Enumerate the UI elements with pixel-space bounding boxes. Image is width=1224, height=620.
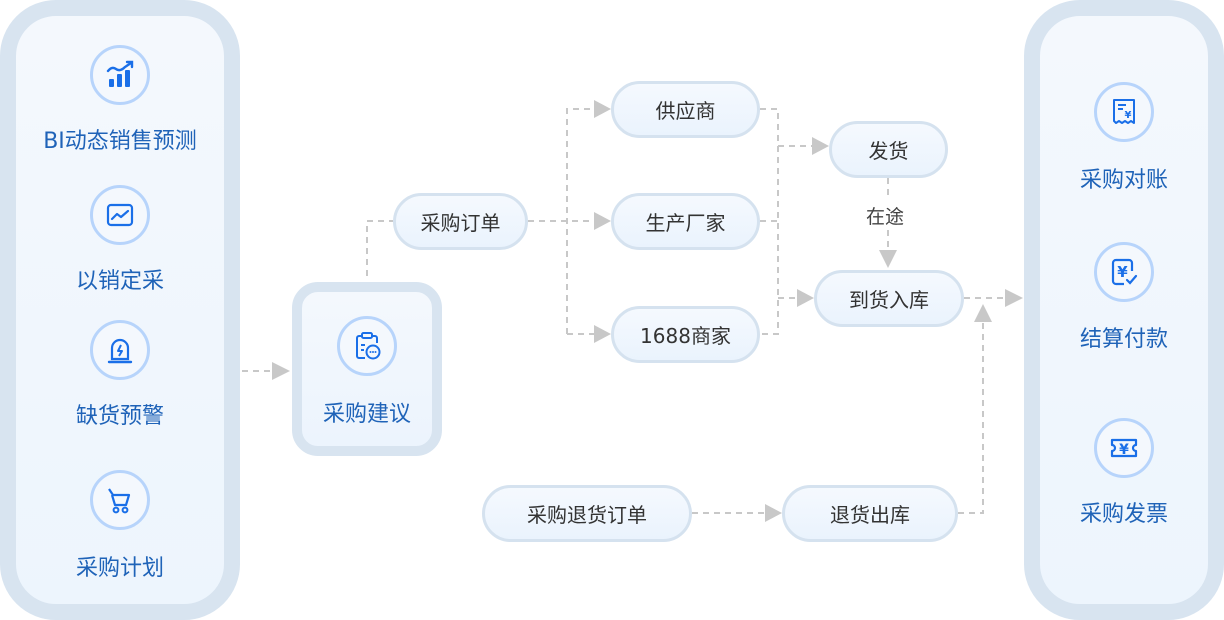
- bar-chart-trend-icon: [106, 60, 134, 87]
- arrowhead-return-out: [765, 504, 782, 522]
- settlement-icon-ring[interactable]: ¥: [1094, 242, 1154, 302]
- receive-stock-node[interactable]: 到货入库: [814, 270, 964, 327]
- purchase-plan-icon-ring[interactable]: [90, 470, 150, 530]
- 1688-merchant-node[interactable]: 1688商家: [611, 306, 760, 363]
- stock-alert-label: 缺货预警: [75, 404, 165, 429]
- arrowhead-suggestion: [272, 362, 290, 380]
- arrowhead-ship: [812, 137, 829, 155]
- svg-text:¥: ¥: [1117, 263, 1128, 281]
- arrowhead-right-panel: [1005, 289, 1023, 307]
- purchase-suggestion-node[interactable]: [292, 282, 442, 456]
- bi-forecast-icon-ring[interactable]: [90, 45, 150, 105]
- return-order-node[interactable]: 采购退货订单: [482, 485, 692, 542]
- arrowhead-transit: [879, 250, 897, 268]
- in-transit-label: 在途: [866, 206, 905, 228]
- return-outbound-node[interactable]: 退货出库: [782, 485, 958, 542]
- reconcile-icon-ring[interactable]: ¥: [1094, 82, 1154, 142]
- reconcile-label: 采购对账: [1079, 168, 1169, 193]
- manufacturer-node[interactable]: 生产厂家: [611, 193, 760, 250]
- sales-based-icon-ring[interactable]: [90, 185, 150, 245]
- yuan-ticket-icon: ¥: [1110, 438, 1138, 458]
- arrowhead-manufacturer: [594, 212, 611, 230]
- purchase-order-node[interactable]: 采购订单: [393, 193, 528, 250]
- receipt-yuan-icon: ¥: [1113, 99, 1135, 124]
- arrowhead-receive: [797, 289, 814, 307]
- invoice-label: 采购发票: [1079, 502, 1169, 527]
- yuan-check-icon: ¥: [1111, 258, 1138, 286]
- purchase-suggestion-label: 采购建议: [322, 402, 412, 427]
- arrowhead-supplier: [594, 100, 611, 118]
- stock-alert-icon-ring[interactable]: [90, 320, 150, 380]
- connector-suggestion-to-order: [366, 220, 393, 276]
- settlement-label: 结算付款: [1079, 327, 1169, 352]
- alarm-light-icon: [107, 338, 133, 364]
- invoice-icon-ring[interactable]: ¥: [1094, 418, 1154, 478]
- purchase-plan-label: 采购计划: [75, 556, 165, 581]
- svg-text:¥: ¥: [1119, 442, 1129, 458]
- suggestion-icon-ring: [337, 316, 397, 376]
- connector-order-to-supplier: [566, 108, 594, 334]
- shopping-cart-icon: [108, 488, 131, 514]
- svg-text:¥: ¥: [1125, 110, 1132, 121]
- sales-based-label: 以销定采: [75, 269, 165, 294]
- arrowhead-return-up: [974, 304, 992, 322]
- supplier-node[interactable]: 供应商: [611, 81, 760, 138]
- bi-forecast-label: BI动态销售预测: [43, 129, 197, 154]
- connector-return-out-up: [958, 322, 984, 514]
- clipboard-icon: [356, 332, 381, 360]
- arrowhead-1688: [594, 325, 611, 343]
- ship-node[interactable]: 发货: [829, 121, 948, 178]
- line-chart-icon: [106, 203, 134, 227]
